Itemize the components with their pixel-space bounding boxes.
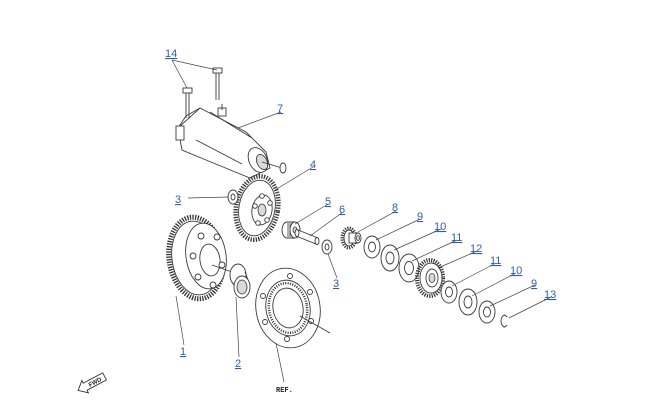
callout-13[interactable]: 13 bbox=[544, 289, 556, 301]
circlip-13[interactable] bbox=[500, 314, 508, 328]
one-way-clutch-ref[interactable] bbox=[250, 263, 331, 353]
plate-10a[interactable] bbox=[380, 244, 400, 272]
callout-2[interactable]: 2 bbox=[235, 358, 241, 370]
washer-9b[interactable] bbox=[478, 300, 496, 324]
ref-label: REF. bbox=[276, 387, 293, 395]
bushing-2[interactable] bbox=[229, 263, 251, 299]
callout-9b[interactable]: 9 bbox=[531, 278, 537, 290]
plate-10b[interactable] bbox=[458, 288, 478, 316]
callout-3b[interactable]: 3 bbox=[333, 278, 339, 290]
callout-14[interactable]: 14 bbox=[165, 48, 177, 60]
callout-1[interactable]: 1 bbox=[180, 346, 186, 358]
callout-11a[interactable]: 11 bbox=[451, 232, 462, 244]
callout-4[interactable]: 4 bbox=[310, 159, 316, 171]
callout-10a[interactable]: 10 bbox=[434, 221, 446, 233]
plate-11a[interactable] bbox=[398, 253, 420, 283]
callout-3a[interactable]: 3 bbox=[175, 194, 181, 206]
forward-arrow-icon: FWD bbox=[77, 372, 108, 394]
starter-motor-7[interactable] bbox=[175, 104, 287, 179]
pinion-gear-8[interactable] bbox=[340, 226, 362, 250]
washer-3b[interactable] bbox=[321, 239, 333, 255]
plate-11b[interactable] bbox=[440, 280, 458, 304]
callout-6[interactable]: 6 bbox=[339, 204, 345, 216]
ring-gear-1[interactable] bbox=[164, 214, 233, 303]
callout-7[interactable]: 7 bbox=[277, 103, 283, 115]
callout-11b[interactable]: 11 bbox=[490, 255, 501, 267]
washer-9a[interactable] bbox=[363, 235, 381, 259]
callout-10b[interactable]: 10 bbox=[510, 265, 522, 277]
washer-3a[interactable] bbox=[227, 189, 239, 205]
callout-12[interactable]: 12 bbox=[470, 243, 482, 255]
bolt-14b[interactable] bbox=[212, 67, 223, 100]
leader-lines bbox=[171, 59, 552, 383]
callout-9a[interactable]: 9 bbox=[417, 211, 423, 223]
callout-8[interactable]: 8 bbox=[392, 202, 398, 214]
shaft-6[interactable] bbox=[294, 229, 320, 245]
bolt-14a[interactable] bbox=[182, 87, 193, 118]
callout-5[interactable]: 5 bbox=[325, 196, 331, 208]
gear-12[interactable] bbox=[415, 258, 445, 298]
idle-gear-4[interactable] bbox=[231, 173, 283, 243]
